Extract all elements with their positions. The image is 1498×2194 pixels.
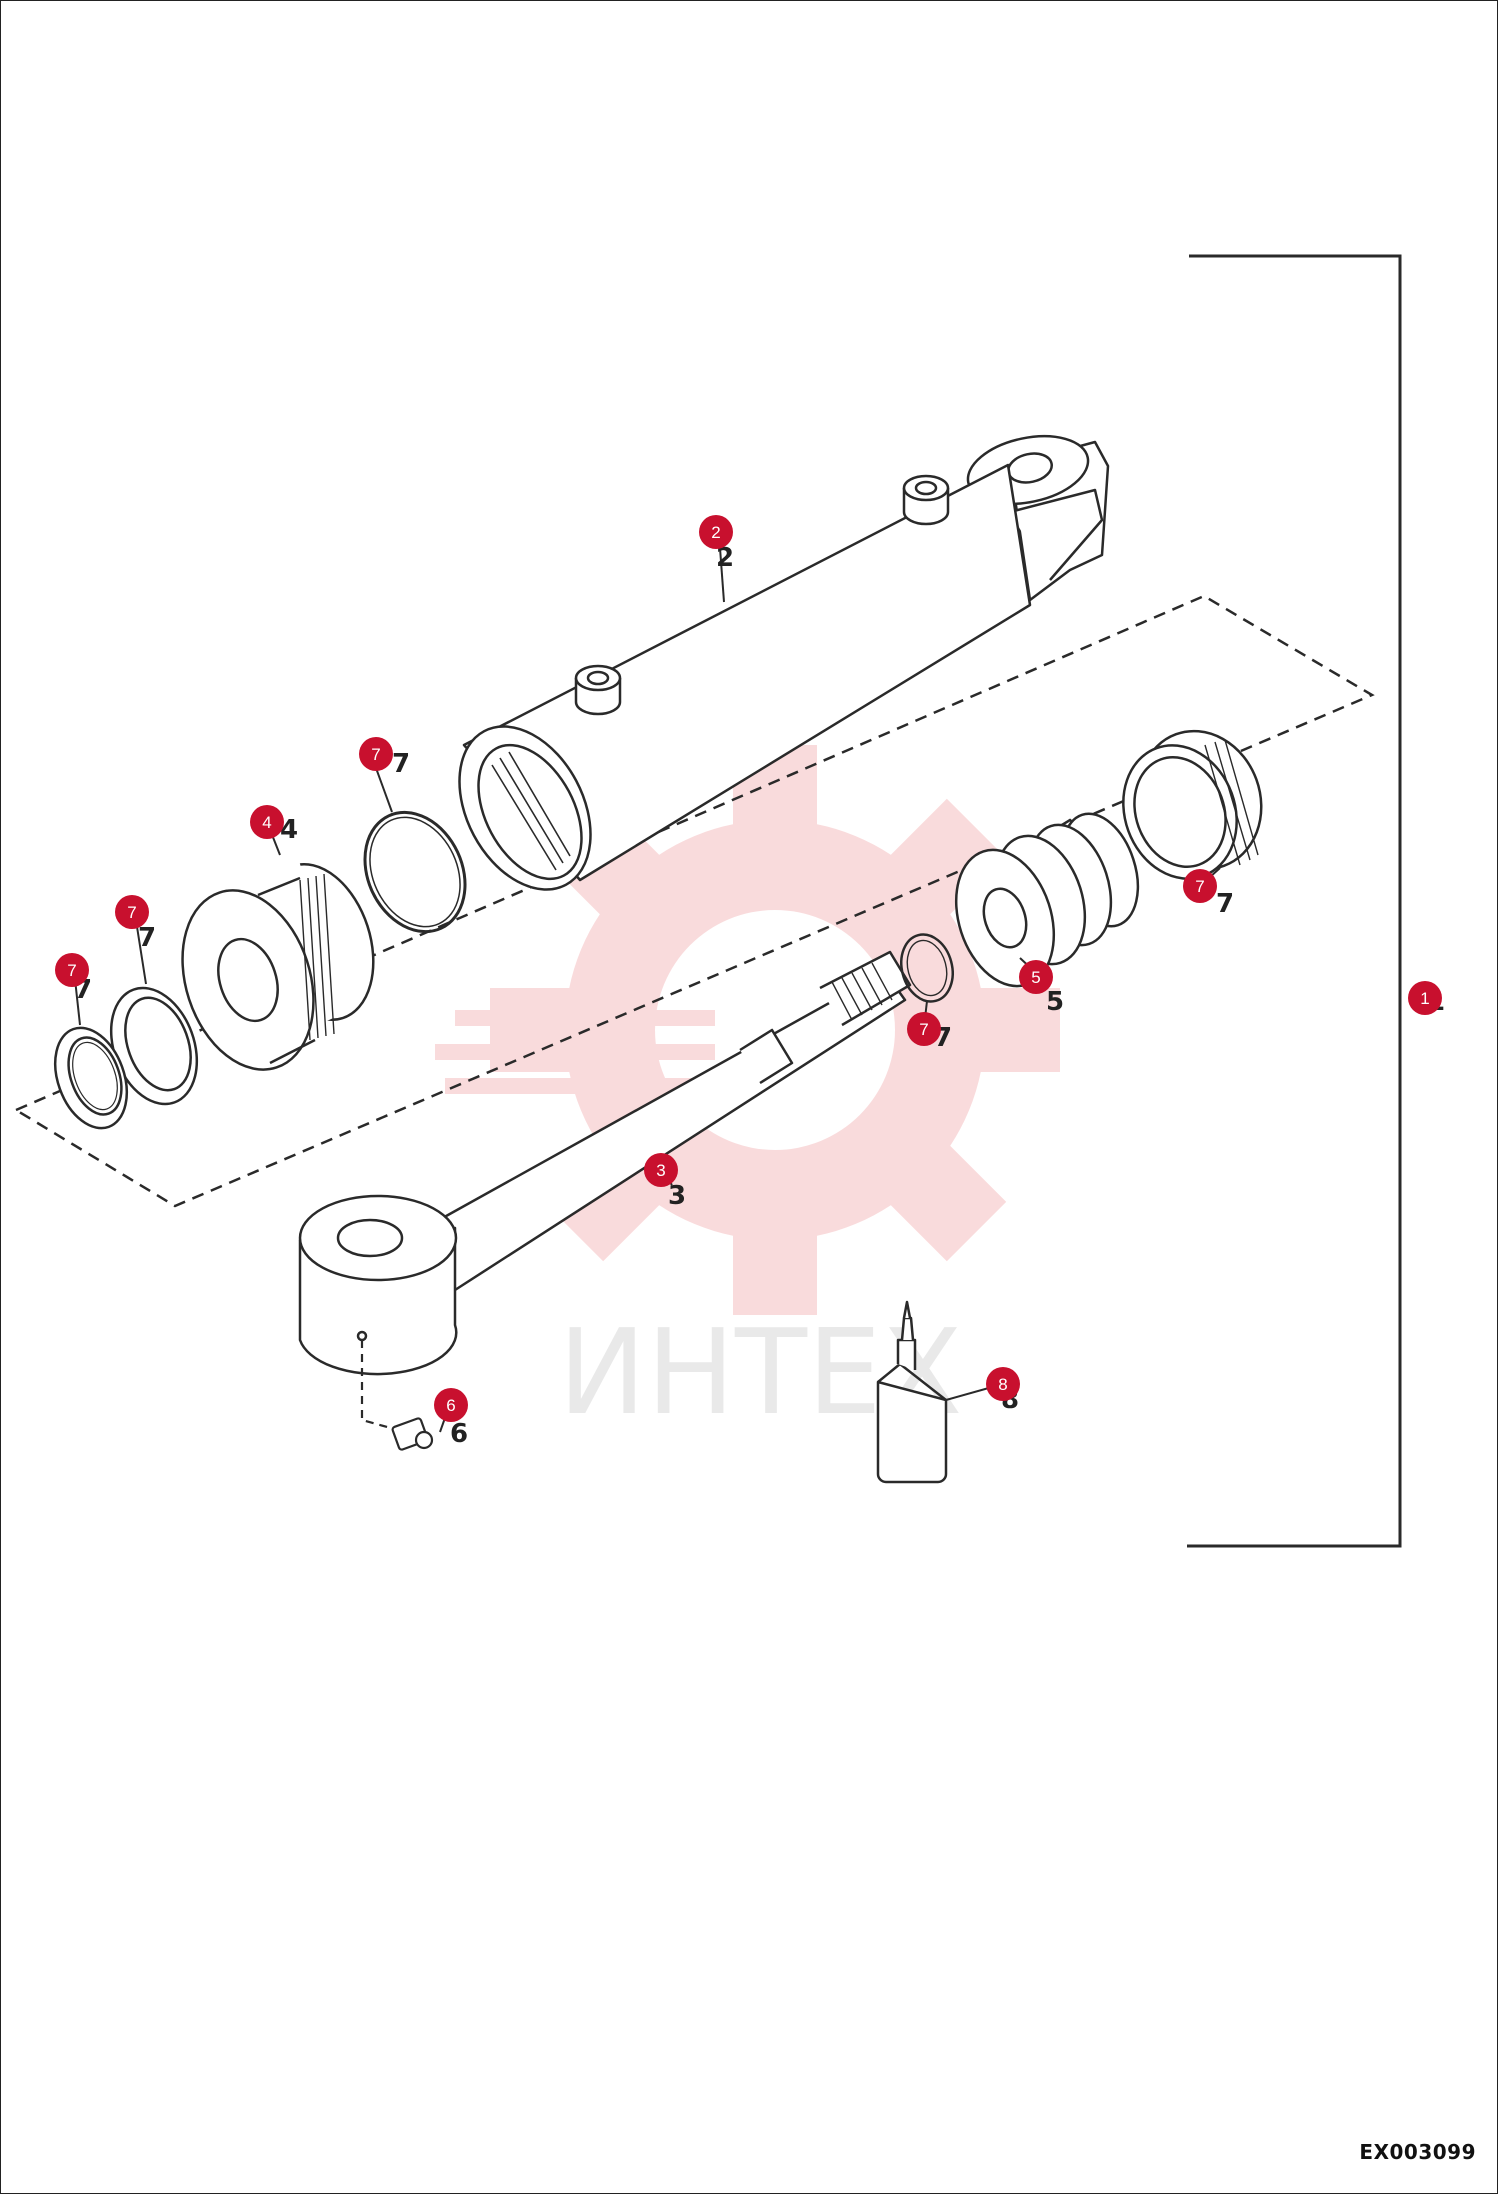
- svg-text:6: 6: [446, 1396, 455, 1415]
- part-number-7a: 7: [392, 749, 410, 779]
- part-number-4: 4: [280, 815, 298, 845]
- o-ring-7a-inner: [369, 816, 461, 928]
- svg-text:8: 8: [998, 1375, 1007, 1394]
- callout-marker-7d[interactable]: 7: [907, 1012, 941, 1046]
- piston: [954, 812, 1140, 988]
- callout-marker-7e[interactable]: 7: [1183, 869, 1217, 903]
- callout-marker-7c[interactable]: 7: [55, 953, 89, 987]
- callout-marker-7a[interactable]: 7: [359, 737, 393, 771]
- callout-marker-3[interactable]: 3: [644, 1153, 678, 1187]
- callout-marker-2[interactable]: 2: [699, 515, 733, 549]
- cylinder-barrel: [458, 434, 1110, 891]
- part-number-5: 5: [1046, 987, 1064, 1017]
- o-ring-7a: [363, 810, 467, 934]
- assembly-bracket: [1187, 254, 1402, 1548]
- part-numbers: 2 7 4 7 7 3 6 5 7 7 8 1: [74, 543, 1445, 1449]
- svg-text:7: 7: [371, 745, 380, 764]
- wiper-ring-7b: [109, 986, 199, 1106]
- grease-fitting: [360, 1340, 434, 1451]
- svg-text:5: 5: [1031, 968, 1040, 987]
- svg-text:7: 7: [127, 903, 136, 922]
- svg-text:7: 7: [919, 1020, 928, 1039]
- callout-marker-4[interactable]: 4: [250, 805, 284, 839]
- piston-seal-7e: [1122, 729, 1263, 880]
- callout-marker-7b[interactable]: 7: [115, 895, 149, 929]
- seal-kit-dashed-outline: [13, 594, 1375, 1208]
- callout-marker-1[interactable]: 1: [1408, 981, 1442, 1015]
- callout-marker-8[interactable]: 8: [986, 1367, 1020, 1401]
- drawing-code: EX003099: [1359, 2140, 1476, 2164]
- svg-text:7: 7: [67, 961, 76, 980]
- part-number-3: 3: [668, 1181, 686, 1211]
- svg-text:3: 3: [656, 1161, 665, 1180]
- svg-text:4: 4: [262, 813, 271, 832]
- callout-markers: 2 7 4 7 7 3 6: [55, 515, 1442, 1422]
- o-ring-7d: [900, 933, 954, 1003]
- part-number-7b: 7: [138, 923, 156, 953]
- adhesive-bottle: [876, 1300, 948, 1484]
- part-number-7e: 7: [1216, 889, 1234, 919]
- part-number-2: 2: [716, 543, 734, 573]
- callout-marker-5[interactable]: 5: [1019, 960, 1053, 994]
- cylinder-head-gland: [181, 845, 375, 1071]
- svg-text:2: 2: [711, 523, 720, 542]
- svg-text:1: 1: [1420, 989, 1429, 1008]
- part-number-6: 6: [450, 1419, 468, 1449]
- callout-marker-6[interactable]: 6: [434, 1388, 468, 1422]
- svg-text:7: 7: [1195, 877, 1204, 896]
- seal-ring-7c: [54, 1026, 128, 1130]
- piston-rod: [298, 950, 912, 1376]
